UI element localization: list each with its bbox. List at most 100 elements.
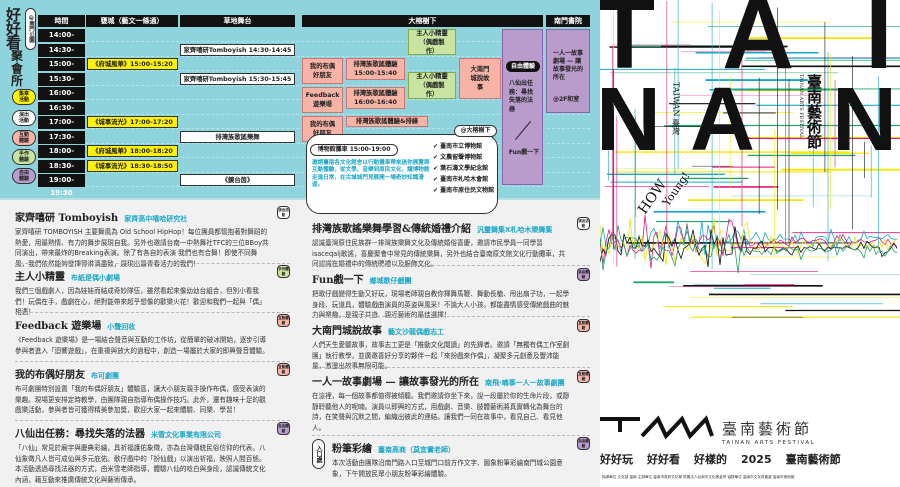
entry-divider [312,367,590,368]
time-slot: 16:00-16:30 [38,87,85,110]
program-entry: 主人小精靈布紙是偶小劇場手作體驗我們三個戲劇人，因為娃娃而結成奇妙隊伍，雖然看起… [15,265,290,318]
entry-organizer[interactable]: 南飛·喃事一人一故事劇團 [484,379,565,387]
schedule-row [86,73,590,86]
entry-organizer[interactable]: 臺南高商（莫宜實老師） [378,446,455,454]
banyan-event[interactable]: 主人小精靈（偶戲製作） [408,29,456,55]
poster-taiwan: TAIWAN 臺灣 [672,82,681,136]
check-icon: ✔ [433,143,441,150]
schedule-event[interactable]: 家齊嘻研Tomboyish 14:30-14:45 [180,43,295,56]
tagline: 好好玩 [600,453,633,466]
slash-divider [514,120,532,141]
waveform-line [600,214,898,269]
entry-body: 本次活動由團隊沿南門路入口至城門口前方作文字、圖象粉筆彩繪南門城公園意象，下午開… [332,459,563,478]
banyan-event[interactable]: 排灣族歌謠體驗 16:00-16:40 [346,87,405,109]
waveform-line [600,218,898,266]
banyan-event[interactable]: 主人小精靈（偶戲製作） [408,72,456,99]
entry-title: Feedback 遊樂場 [15,321,102,332]
nanmen-event[interactable]: 一人一故事劇場 — 讓故事發光的所在 @2F和室 [546,29,590,113]
entry-organizer[interactable]: 家齊高中嘻哈研究社 [124,215,188,223]
event-program-sheet: 好 好 看 聚 會 所 @南門公園 集章活動演出活動互動體驗手作體驗自由體驗 時… [0,0,600,487]
venue-title-char: 看 [6,34,22,52]
entry-organizer[interactable]: 布可劇團 [91,372,119,380]
schedule-event[interactable]: 《府城風華》15:00-15:20 [87,58,178,70]
schedule-row [86,44,590,57]
entry-divider [312,265,590,266]
time-slot: 15:00-15:30 [38,58,85,81]
time-slot: 19:00-19:30 [38,174,85,197]
free-experience-badge: 自由體驗 [506,61,540,72]
venue-subtitle-char: 會 [11,61,24,76]
banyan-event[interactable]: 大南門城說故事 [459,58,501,99]
entry-tag-badge: 手作體驗 [277,265,290,278]
entry-tag-badge: 互動體驗 [277,314,290,327]
schedule-event[interactable]: 《城事流光》17:00-17:20 [87,116,178,128]
banyan-event[interactable]: 我的布偶好朋友 [302,58,343,84]
free-experience-column[interactable]: 自由體驗 八仙出任務：尋找失落的法器 Fun戲一下 [502,29,543,185]
entry-body: 布可劇團特別設置「我的布偶好朋友」體驗區，讓大小朋友親手操作布偶，感受表演的樂趣… [15,385,266,414]
header-banyan: 大榕樹下 [302,15,543,27]
entry-title: 八仙出任務：尋找失落的法器 [15,429,145,440]
entry-title: 主人小精靈 [15,272,65,283]
banyan-event[interactable]: 排灣族歌謠體驗&排練 [346,116,428,127]
time-slot: 18:30-19:00 [38,159,85,183]
museum-name: 臺南市立博物館 [440,143,483,150]
museum-name: 臺南市札哈木會館 [440,176,489,183]
entry-header: 排灣族歌謠樂舞學習&傳統婚禮介紹汎靈舞集X札哈木樂舞集 [312,217,573,236]
entry-organizer[interactable]: 鄉城歌仔戲團 [369,277,412,285]
entrance-badge: 入口處 [312,439,325,469]
schedule-event[interactable]: 《鏡台茵》 [180,174,295,186]
poster-big-bottom: NAN [600,70,897,170]
program-entry: 大南門城說故事藝文沙龍偶戲志工 互動體驗人們天生愛聽故事，故事志工更是「推動文化閱… [312,319,590,372]
banyan-event[interactable]: 排灣族歌謠體驗 15:00-15:40 [346,58,405,80]
entry-header: 一人一故事劇場 — 讓故事發光的所在南飛·喃事一人一故事劇團 [312,370,573,389]
schedule-event[interactable]: 家齊嘻研Tomboyish 15:30-15:45 [180,72,295,85]
header-nanmen: 南門書院 [546,15,590,27]
program-entry: 我的布偶好朋友布可劇團互動體驗布可劇團特別設置「我的布偶好朋友」體驗區，讓大小朋… [15,363,290,416]
entry-body: 認識臺灣原住民族群－排灣族樂舞文化及傳統婚俗喜慶，邀請市民學員一同學習 isac… [312,239,566,268]
tagline: 好好看 [647,453,680,466]
bubble-location: @大榕樹下 [454,125,497,137]
entry-tag-badge: 自由體驗 [577,437,590,450]
location-pill: @南門公園 [25,8,36,50]
legend-item: 手作體驗 [12,149,36,165]
entry-divider [15,361,290,362]
entry-body: 人們天生愛聽故事，故事志工更是「推動文化閱讀」的先鋒者。邀請「無獨有偶工作室劇團… [312,341,570,370]
entry-divider [15,312,290,313]
entry-tag-badge: 互動體驗 [277,363,290,376]
poster-vertical-cn: 臺南藝術節 [805,73,823,150]
entry-body: 「八仙」常見於廟宇與慶典彩繪，具祈福護佑象徵，亦為台灣傳統民俗信仰的代表。八仙象… [15,444,266,484]
entry-title: Fun戲一下 [312,275,364,286]
museum-item: ✔ 臺南市札哈木會館 [433,174,494,185]
schedule-event[interactable]: 排灣族歌謠樂舞 [180,130,295,143]
time-slot: 16:30-17:00 [38,101,85,125]
venue-title-char: 好 [6,20,22,38]
entry-organizer[interactable]: 米雪文化事業有限公司 [151,431,221,439]
museum-item: ✔ 臺南市立博物館 [433,141,494,152]
logo-en: TAINAN ARTS FESTIVAL [721,440,815,446]
entry-organizer[interactable]: 布紙是偶小劇場 [71,274,120,282]
entry-body: 在這裡，每一個故事都值得被傾聽。我們邀請你坐下來，說一段屬於你的生命片段，或靜靜… [312,392,570,432]
time-slot: 18:00-18:30 [38,145,85,168]
entry-title: 排灣族歌謠樂舞學習&傳統婚禮介紹 [312,224,472,235]
venue-title: 好 好 看 [6,8,24,52]
schedule-event[interactable]: 《城事流光》18:30-18:50 [87,159,178,172]
entry-title: 大南門城說故事 [312,326,382,337]
festival-logo: 臺南藝術節 TAINAN ARTS FESTIVAL [600,415,815,446]
program-entry: 排灣族歌謠樂舞學習&傳統婚禮介紹汎靈舞集X札哈木樂舞集演出活動認識臺灣原住民族群… [312,217,590,270]
entry-organizer[interactable]: 小聲回收 [107,323,136,331]
poster-graphic: TAI NAN 臺南藝術節 TAINAN ARTS FESTIVAL TAIWA… [600,0,900,446]
museum-item: ✔ 葉石濤文學紀念館 [433,163,494,174]
schedule-event[interactable]: 《府城風華》18:00-18:20 [87,145,178,157]
entry-tag-badge: 互動體驗 [577,319,590,332]
schedule-row [86,102,590,115]
entry-tag-badge: 自由體驗 [577,268,590,281]
entry-organizer[interactable]: 藝文沙龍偶戲志工 [388,328,444,336]
fun-label: Fun戲一下 [508,149,540,156]
header-lawn-stage: 草地舞台 [180,15,295,27]
entry-tag-badge: 自由體驗 [277,422,290,435]
entry-organizer[interactable]: 汎靈舞集X札哈木樂舞集 [477,226,553,234]
banyan-event[interactable]: Feedback遊樂場 [302,87,343,113]
program-entry: 粉筆彩繪臺南高商（莫宜實老師）自由體驗本次活動由團隊沿南門路入口至城門口前方作文… [332,437,590,479]
nanmen-room: @2F和室 [553,96,580,103]
